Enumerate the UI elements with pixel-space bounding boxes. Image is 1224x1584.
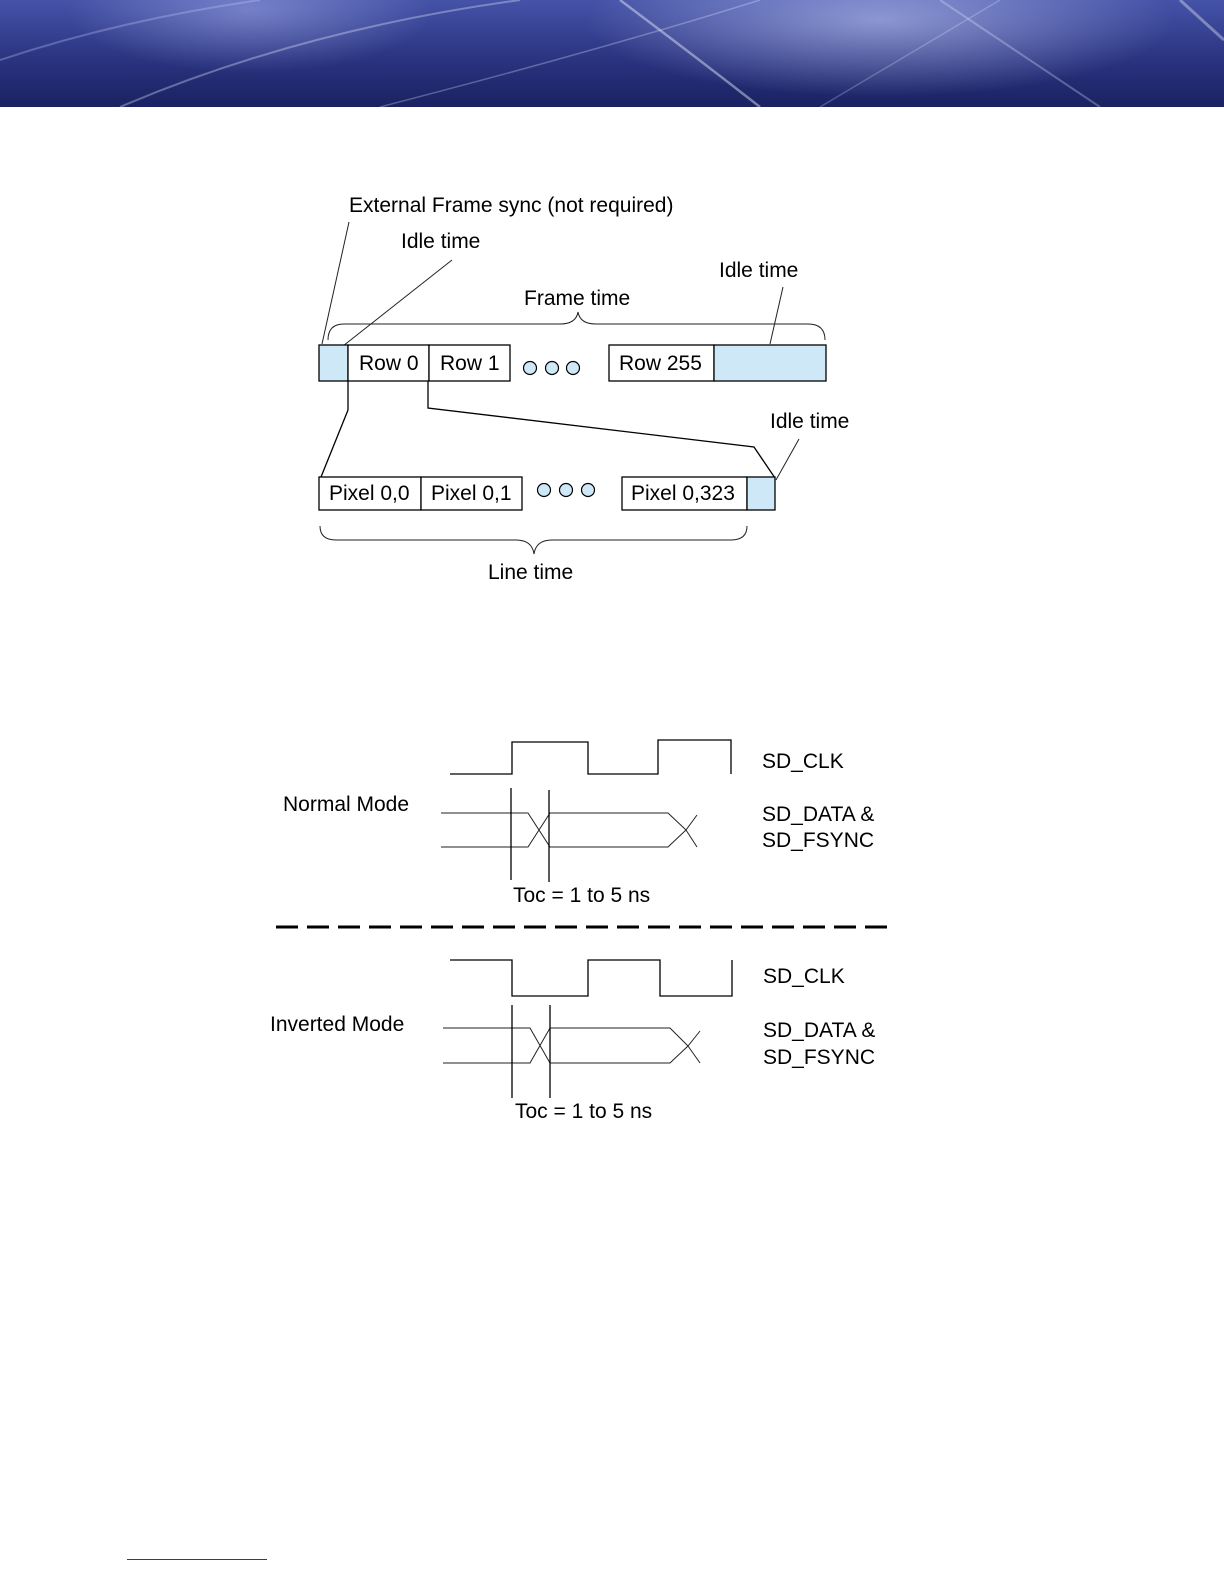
row-label-255: Row 255: [619, 352, 702, 375]
idle-time-leader-line-line: [776, 439, 799, 480]
idle-time-leader-line-end: [770, 287, 783, 344]
row-label-0: Row 0: [359, 352, 419, 375]
timing-diagram-normal: SD_CLK Normal Mode SD_DATA & SD_FSYNC To…: [283, 740, 874, 907]
frame-time-label: Frame time: [524, 287, 630, 310]
toc-label-inverted: Toc = 1 to 5 ns: [515, 1100, 652, 1123]
sd-data-waveform-inverted: [443, 1028, 700, 1063]
external-frame-sync-label: External Frame sync (not required): [349, 194, 673, 217]
sd-clk-label-normal: SD_CLK: [762, 750, 844, 773]
frame-structure-diagram: External Frame sync (not required) Idle …: [319, 194, 849, 584]
idle-time-leader-line-start: [343, 260, 452, 346]
sd-clk-label-inverted: SD_CLK: [763, 965, 845, 988]
line-time-label: Line time: [488, 561, 573, 584]
row-label-1: Row 1: [440, 352, 500, 375]
pixel-label-0-323: Pixel 0,323: [631, 482, 735, 505]
sd-data-waveform-normal: [441, 813, 697, 847]
ellipsis-dot: [546, 362, 559, 375]
idle-time-label-end: Idle time: [719, 259, 798, 282]
ellipsis-dot: [524, 362, 537, 375]
sd-fsync-label-normal: SD_FSYNC: [762, 829, 874, 852]
sd-data-label-normal: SD_DATA &: [762, 803, 874, 826]
timing-diagram-inverted: SD_CLK Inverted Mode SD_DATA & SD_FSYNC …: [270, 960, 875, 1123]
normal-mode-label: Normal Mode: [283, 793, 409, 816]
inverted-mode-label: Inverted Mode: [270, 1013, 404, 1036]
footer-rule: [127, 1559, 267, 1560]
idle-time-label-start: Idle time: [401, 230, 480, 253]
ellipsis-dot: [538, 484, 551, 497]
ellipsis-dot: [582, 484, 595, 497]
toc-label-normal: Toc = 1 to 5 ns: [513, 884, 650, 907]
idle-time-label-line: Idle time: [770, 410, 849, 433]
sd-data-label-inverted: SD_DATA &: [763, 1019, 875, 1042]
pixel-label-0-0: Pixel 0,0: [329, 482, 410, 505]
zoom-line-right: [428, 381, 775, 478]
frame-sync-cell: [319, 345, 348, 381]
frame-time-brace: [328, 312, 825, 340]
frame-idle-cell: [714, 345, 826, 381]
ellipsis-dot: [567, 362, 580, 375]
ellipsis-dot: [560, 484, 573, 497]
zoom-line-left: [321, 410, 348, 477]
sd-clk-waveform-normal: [450, 740, 731, 774]
sd-clk-waveform-inverted: [450, 960, 732, 996]
sd-fsync-label-inverted: SD_FSYNC: [763, 1046, 875, 1069]
line-time-brace: [320, 526, 747, 554]
line-idle-cell: [747, 477, 775, 510]
pixel-label-0-1: Pixel 0,1: [431, 482, 512, 505]
